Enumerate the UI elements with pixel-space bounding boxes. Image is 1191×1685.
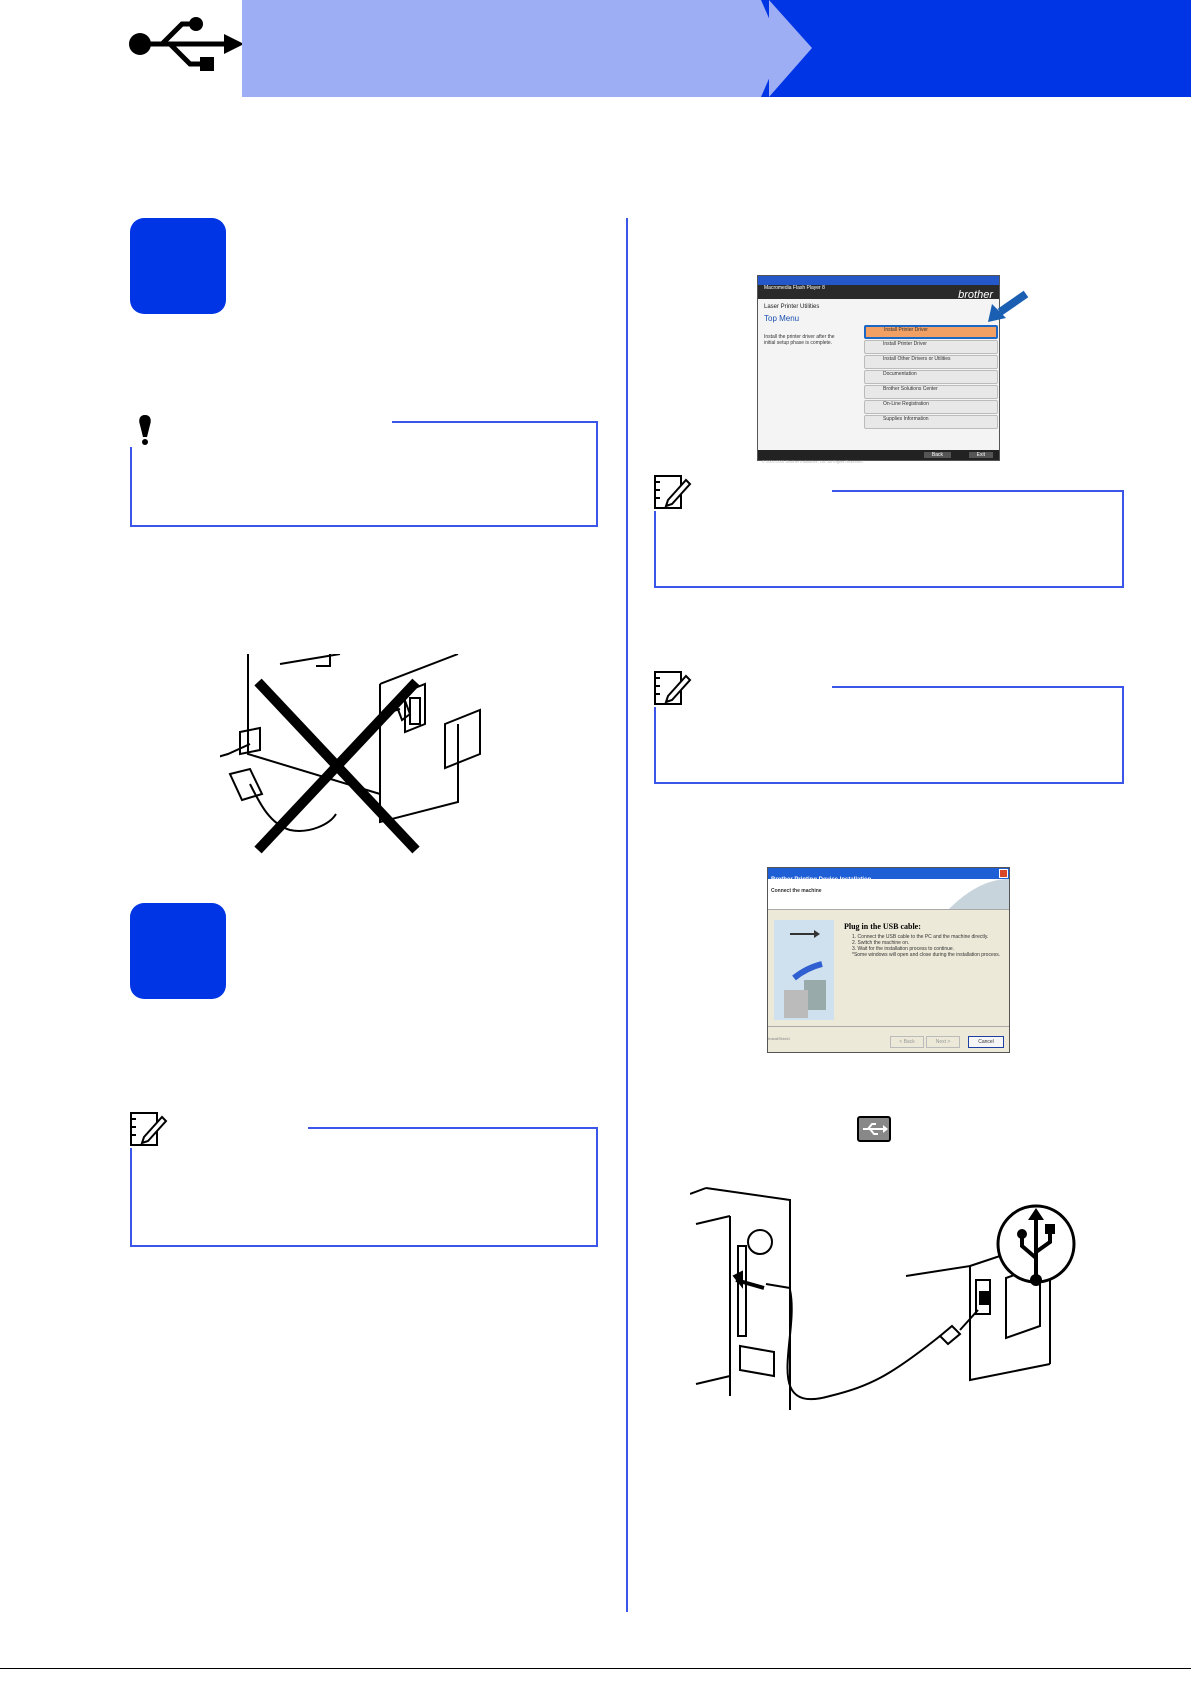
header-band-dark: [776, 0, 1191, 97]
step-number-box: [130, 903, 226, 999]
brand-logo: brother: [958, 289, 993, 301]
installer-back-button[interactable]: Back: [923, 452, 951, 458]
note-box: [654, 490, 1124, 588]
important-box: [130, 421, 598, 527]
printer-rear-crossed-illustration: [220, 654, 518, 854]
installer-exit-button[interactable]: Exit: [968, 452, 993, 458]
dialog-cancel-button[interactable]: Cancel: [968, 1036, 1004, 1048]
installer-menu-list: Install Printer Driver Install Printer D…: [864, 325, 998, 430]
step-number-box: [130, 218, 226, 314]
installer-window-screenshot: Macromedia Flash Player 8 brother Laser …: [757, 275, 1000, 464]
menu-item-supplies[interactable]: Supplies Information: [864, 415, 998, 429]
dialog-back-button[interactable]: < Back: [890, 1036, 924, 1048]
installer-title: Macromedia Flash Player 8: [764, 285, 825, 291]
dialog-header-swoosh: [949, 879, 1009, 909]
note-box: [654, 686, 1124, 784]
dialog-heading: Plug in the USB cable:: [844, 922, 921, 931]
installer-section: Laser Printer Utilities: [764, 304, 820, 310]
pencil-note-icon: [653, 473, 692, 511]
installer-copyright: © 2001-2011 Brother Industries, Ltd. All…: [762, 459, 864, 464]
menu-item-solutions-center[interactable]: Brother Solutions Center: [864, 385, 998, 399]
installer-brand-bar: brother: [758, 285, 999, 301]
usb-port-symbol-icon: [857, 1116, 891, 1142]
usb-icon: [129, 17, 244, 71]
menu-item-other-drivers[interactable]: Install Other Drivers or Utilities: [864, 355, 998, 369]
dialog-titlebar: Brother Printing Device Installation: [768, 868, 1009, 883]
exclamation-icon: [130, 411, 160, 447]
pencil-note-icon: [653, 669, 692, 707]
pc-printer-usb-connection-illustration: [690, 1176, 1080, 1410]
dialog-footer-label: InstallShield: [768, 1036, 790, 1041]
menu-item-documentation[interactable]: Documentation: [864, 370, 998, 384]
connect-dialog-screenshot: Brother Printing Device Installation Con…: [767, 867, 1010, 1053]
usb-plug-illustration: [774, 920, 834, 1020]
installer-footer: © 2001-2011 Brother Industries, Ltd. All…: [758, 450, 999, 464]
menu-item-registration[interactable]: On-Line Registration: [864, 400, 998, 414]
pencil-note-icon: [129, 1110, 168, 1148]
pointer-arrow-icon: [988, 290, 1029, 322]
menu-item-install-driver-other[interactable]: Install Printer Driver: [864, 340, 998, 354]
note-box: [130, 1127, 598, 1247]
column-divider: [626, 218, 628, 1612]
dialog-instructions: 1. Connect the USB cable to the PC and t…: [852, 934, 1001, 958]
installer-description: Install the printer driver after the ini…: [764, 334, 835, 346]
installer-titlebar: Macromedia Flash Player 8: [758, 276, 999, 291]
header-band-arrow: [769, 0, 812, 97]
dialog-subtitle: Connect the machine: [771, 888, 822, 894]
dialog-header: Connect the machine: [768, 879, 1009, 910]
installer-menu-title: Top Menu: [764, 314, 800, 323]
dialog-next-button[interactable]: Next >: [926, 1036, 960, 1048]
header-band-light: [242, 0, 805, 97]
footer-rule: [0, 1668, 1191, 1669]
dialog-close-button[interactable]: [999, 869, 1008, 878]
menu-item-install-driver[interactable]: Install Printer Driver: [864, 325, 998, 339]
